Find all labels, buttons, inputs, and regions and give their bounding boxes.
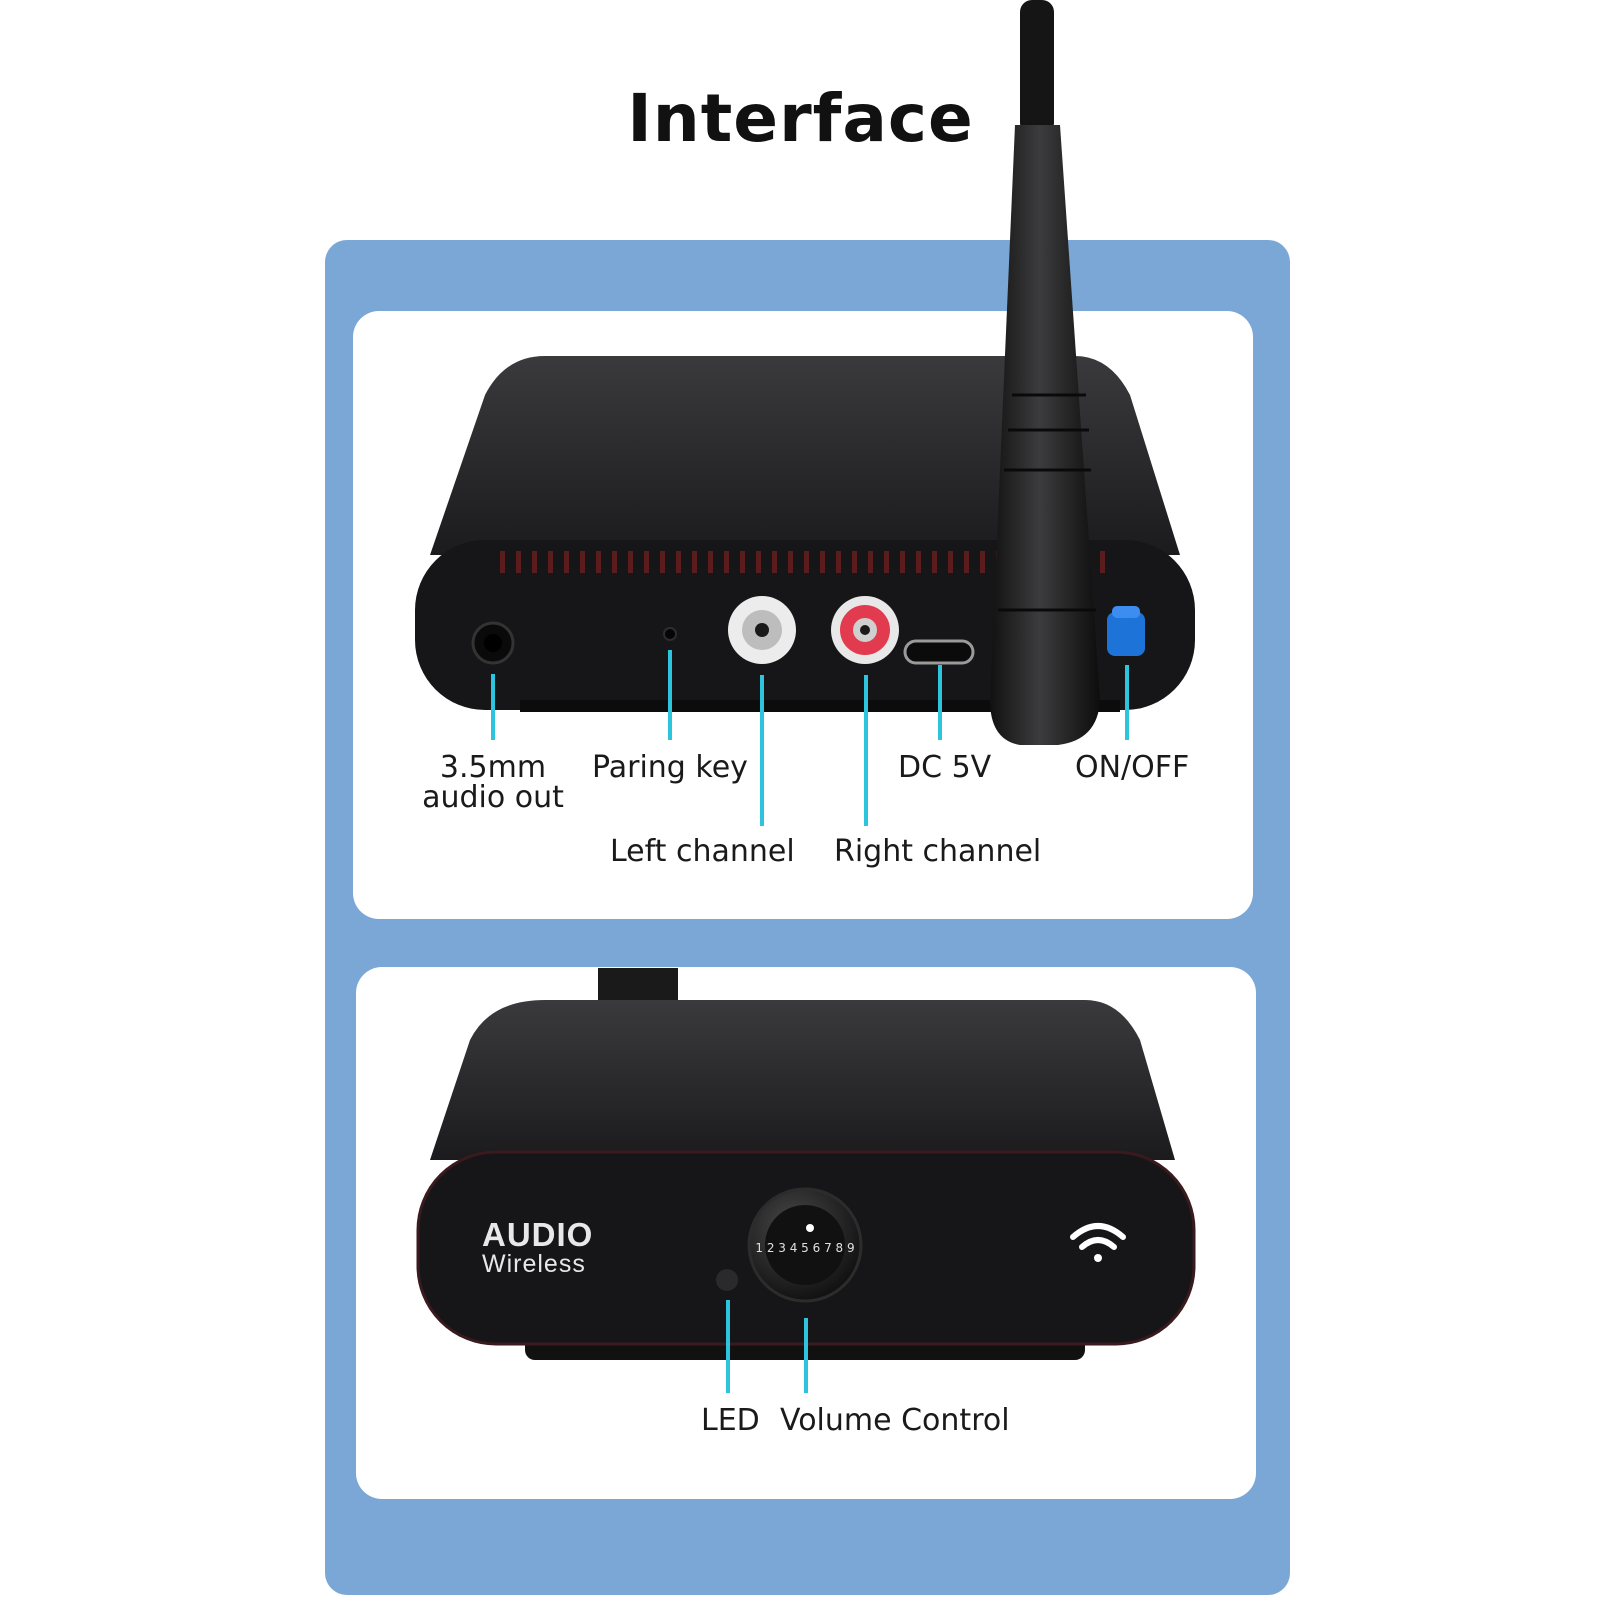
pairing-key-hole [663,627,677,641]
front-device: 1 2 3 4 5 6 7 8 9 [416,968,1196,1360]
audio-jack-35mm [471,621,515,665]
page-title: Interface [627,80,974,157]
label-on-off: ON/OFF [1075,750,1190,785]
label-led: LED [701,1403,760,1438]
label-pairing-key: Paring key [592,750,748,785]
dial-numbers: 1 2 3 4 5 6 7 8 9 [755,1241,854,1255]
label-volume-control: Volume Control [780,1403,1010,1438]
rear-device [415,0,1195,745]
usb-c-port [903,639,975,665]
vent-slots [500,551,1105,573]
power-button [1107,606,1145,656]
label-dc-5v: DC 5V [898,750,992,785]
brand-wireless: Wireless [482,1250,586,1278]
label-right-channel: Right channel [834,834,1042,869]
label-audio-out-line1: 3.5mm [439,750,547,785]
antenna [990,0,1100,745]
device-top-surface-front [430,1000,1175,1160]
leader-lines-bottom [726,1300,808,1393]
leader-lines-top [491,650,1129,826]
wifi-icon [1070,1223,1126,1262]
left-channel-jack [728,596,796,664]
device-top-surface [430,356,1180,555]
label-left-channel: Left channel [610,834,795,869]
brand-audio: AUDIO [482,1216,594,1253]
led-indicator [716,1269,738,1291]
right-channel-jack [831,596,899,664]
label-audio-out-line2: audio out [422,780,564,815]
volume-knob-icon: 1 2 3 4 5 6 7 8 9 [747,1187,863,1303]
